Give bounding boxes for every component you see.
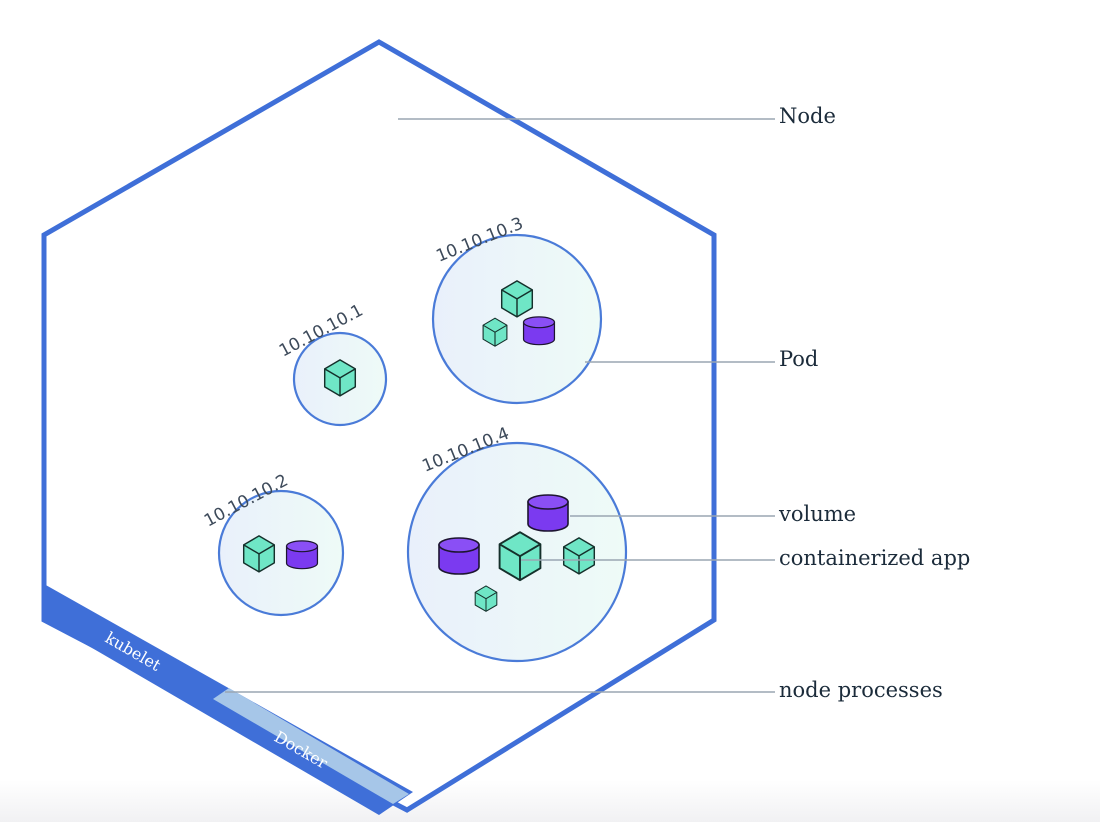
pod-circle: [431, 233, 603, 405]
node-hexagon: [41, 39, 717, 813]
node-processes-label: node processes: [779, 678, 943, 702]
cylinder-icon: [522, 316, 556, 346]
volume-label: volume: [778, 502, 856, 526]
node-label: Node: [779, 104, 836, 128]
cylinder-icon: [438, 537, 480, 575]
pod-circle: [217, 489, 345, 617]
docker-band: [213, 688, 409, 804]
containerized-app-label: containerized app: [779, 546, 970, 570]
cylinder-icon: [285, 540, 319, 570]
pod-label: Pod: [779, 347, 818, 371]
cylinder-icon: [527, 494, 569, 532]
leader-lines: [225, 118, 775, 693]
